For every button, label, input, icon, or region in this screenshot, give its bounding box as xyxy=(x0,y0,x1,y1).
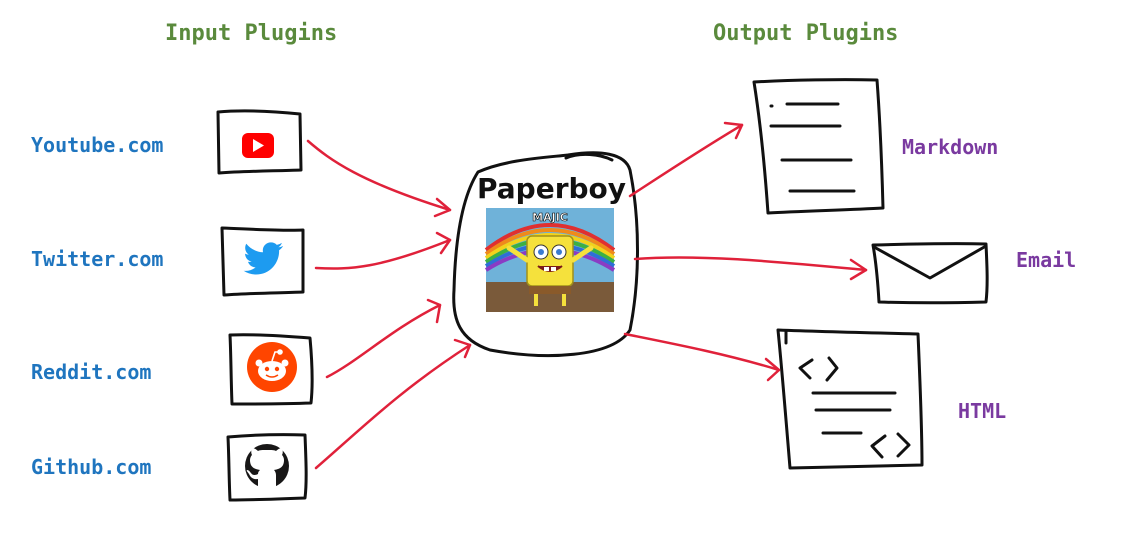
twitter-icon xyxy=(243,242,284,275)
reddit-box xyxy=(228,333,314,406)
input-label-youtube: Youtube.com xyxy=(31,133,164,157)
spongebob-imagination-meme: MAJIC xyxy=(484,208,616,312)
input-arrows xyxy=(306,139,472,470)
github-box xyxy=(226,433,308,502)
github-icon xyxy=(245,444,289,488)
hub-boundary xyxy=(452,151,639,357)
output-label-email: Email xyxy=(1016,248,1077,272)
hub-title: Paperboy xyxy=(477,172,627,205)
input-plugins-heading: Input Plugins xyxy=(165,21,338,46)
output-arrows xyxy=(623,121,868,382)
input-label-twitter: Twitter.com xyxy=(31,247,164,271)
twitter-box xyxy=(220,226,305,297)
input-label-github: Github.com xyxy=(31,455,152,479)
envelope-icon xyxy=(871,242,989,305)
output-label-html: HTML xyxy=(958,399,1007,423)
input-label-reddit: Reddit.com xyxy=(31,360,152,384)
document-icon xyxy=(752,78,885,215)
youtube-box xyxy=(216,109,303,175)
html-document-icon xyxy=(776,328,924,470)
youtube-icon xyxy=(242,133,274,158)
output-label-markdown: Markdown xyxy=(902,135,999,159)
reddit-icon xyxy=(247,342,297,392)
meme-caption: MAJIC xyxy=(532,211,568,224)
output-plugins-heading: Output Plugins xyxy=(713,21,899,46)
